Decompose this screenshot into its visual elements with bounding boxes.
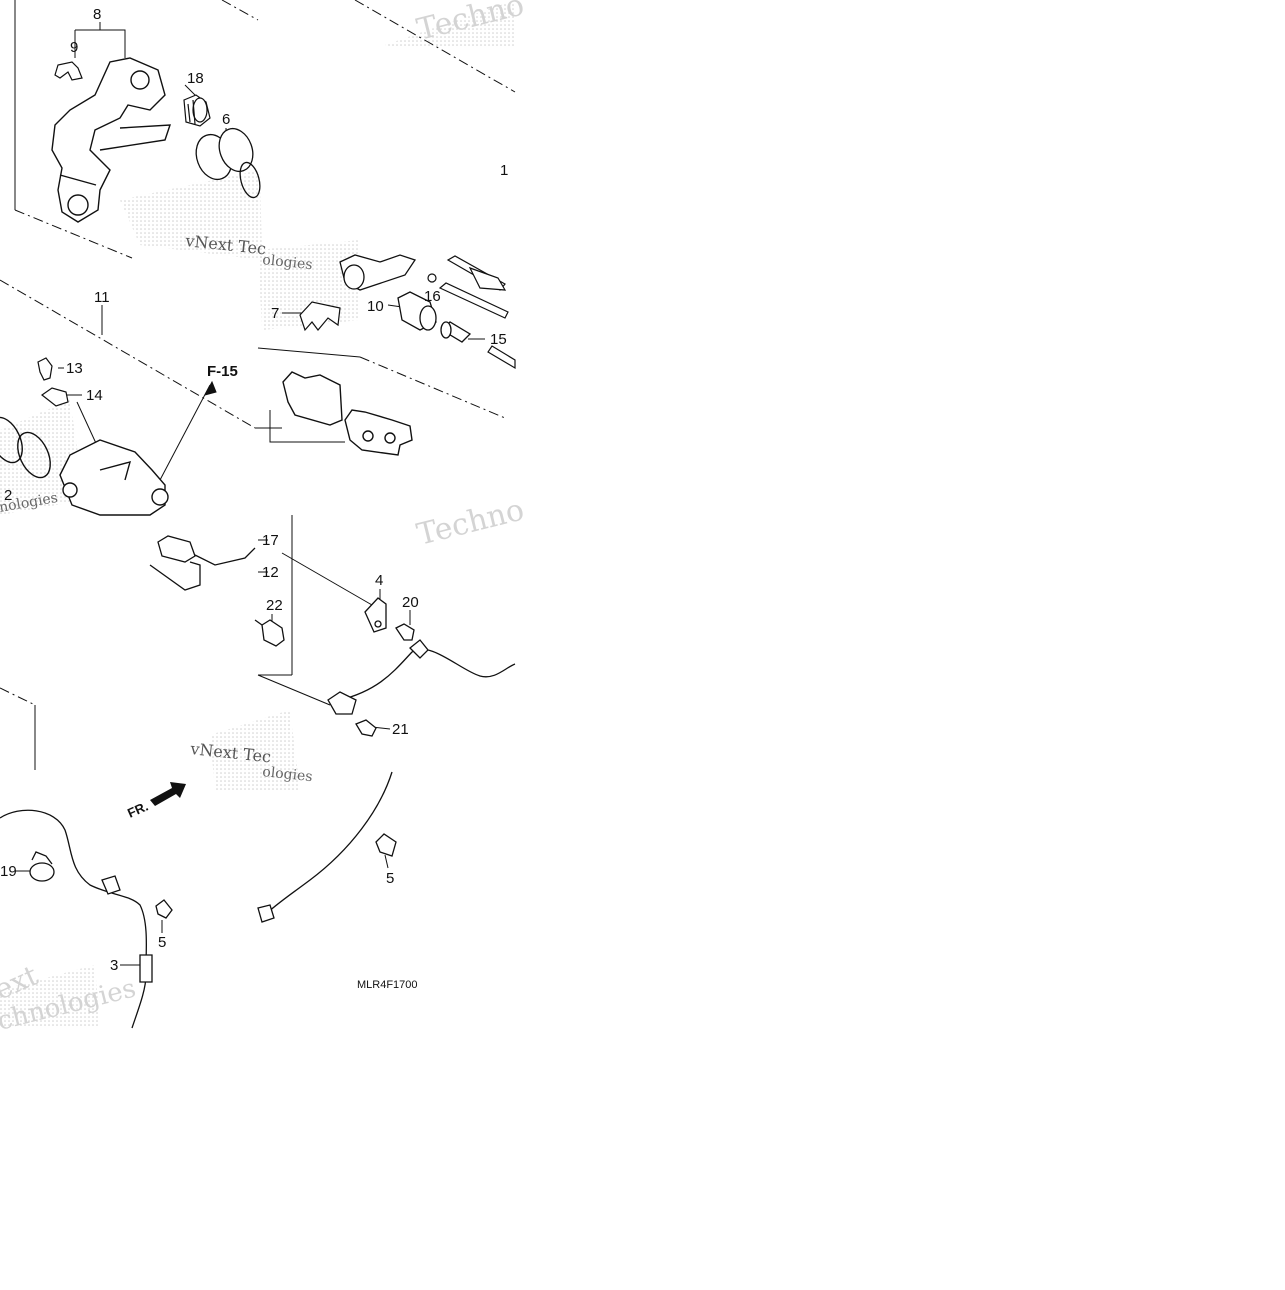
- wire-harness-3: [0, 809, 153, 1029]
- speed-sensor-cable: [327, 639, 516, 715]
- part-label: 18: [187, 70, 204, 87]
- front-arrow: [150, 782, 186, 806]
- watermark-text: ologies: [262, 764, 314, 785]
- part-label: 21: [392, 721, 409, 738]
- reference-label: F-15: [207, 363, 238, 380]
- part-label: 5: [158, 934, 166, 951]
- part-label: 14: [86, 387, 103, 404]
- pad-retainer-7: [299, 301, 341, 332]
- part-label: 2: [4, 487, 12, 504]
- piston-10: [397, 291, 437, 331]
- part-label: 19: [0, 863, 17, 880]
- boot-18: [183, 94, 211, 127]
- part-label: 17: [262, 532, 279, 549]
- part-label: 5: [386, 870, 394, 887]
- part-label: 3: [110, 957, 118, 974]
- brake-pads: [282, 371, 413, 456]
- part-label: 13: [66, 360, 83, 377]
- seal-rings-2: [0, 416, 51, 479]
- caliper-bracket: [51, 57, 171, 223]
- drawing-code: MLR4F1700: [357, 979, 418, 991]
- cap-14: [40, 387, 69, 407]
- ref-arrow: [204, 380, 217, 396]
- part-label: 7: [271, 305, 279, 322]
- bleeder-13: [37, 357, 53, 381]
- leader-lines: [15, 22, 485, 966]
- stay-4: [364, 597, 387, 633]
- watermark-text: Techno: [413, 492, 527, 552]
- bolt-22: [254, 619, 285, 647]
- clip-5-left: [155, 899, 173, 919]
- seal-ring: [239, 161, 261, 199]
- caliper-body-partial: [339, 254, 417, 291]
- part-label: 22: [266, 597, 283, 614]
- caliper-body-11: [59, 439, 169, 516]
- part-label: 4: [375, 572, 383, 589]
- part-label: 11: [94, 289, 110, 306]
- pad-spring-9: [54, 61, 83, 81]
- part-label: 16: [424, 288, 441, 305]
- bleed-parts: [427, 255, 516, 370]
- part-labels: 8 9 18 6 1 11 16 10 7 15 13 14 2 17 12 2…: [0, 6, 508, 974]
- watermark-text: ologies: [262, 252, 314, 273]
- part-label: 20: [402, 594, 419, 611]
- front-direction-label: FR.: [125, 799, 150, 821]
- pin-15: [440, 321, 472, 343]
- part-label: 15: [490, 331, 507, 348]
- bolt-21: [355, 719, 377, 737]
- frame-lines: [0, 0, 516, 770]
- part-label: 8: [93, 6, 101, 23]
- part-label: 10: [367, 298, 384, 315]
- sensor-connector-17: [149, 535, 256, 591]
- clamp-19: [29, 851, 55, 882]
- part-label: 1: [500, 162, 508, 179]
- part-label: 9: [70, 39, 78, 56]
- wire-harness-right: [257, 771, 393, 923]
- piston-6: [195, 127, 254, 181]
- part-label: 6: [222, 111, 230, 128]
- bolt-20: [395, 623, 415, 641]
- part-label: 12: [262, 564, 279, 581]
- clip-5-right: [375, 833, 397, 857]
